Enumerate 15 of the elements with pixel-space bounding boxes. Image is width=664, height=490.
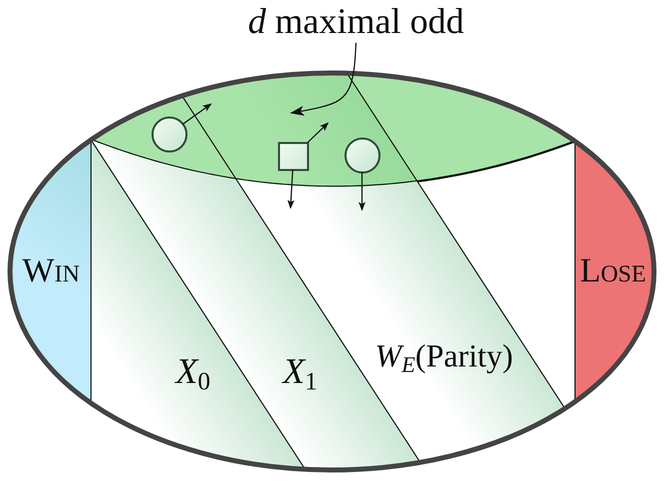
arrow bbox=[307, 122, 329, 143]
arrow bbox=[182, 103, 212, 125]
annotation-label: d maximal odd bbox=[248, 2, 464, 42]
square-node bbox=[278, 142, 309, 170]
leader-arrow bbox=[290, 42, 357, 116]
region-label: Lose bbox=[580, 252, 646, 290]
cap-region bbox=[91, 73, 575, 187]
region-label: Win bbox=[22, 252, 80, 290]
circle-node bbox=[344, 136, 380, 174]
circle-node bbox=[150, 116, 188, 152]
region-label: X$_{1}$ bbox=[282, 352, 318, 392]
region-label: X$_{0}$ bbox=[176, 352, 210, 392]
arrow bbox=[358, 172, 366, 211]
arrow bbox=[287, 169, 294, 209]
region-label: W$_{E}$(Parity) bbox=[374, 338, 514, 374]
